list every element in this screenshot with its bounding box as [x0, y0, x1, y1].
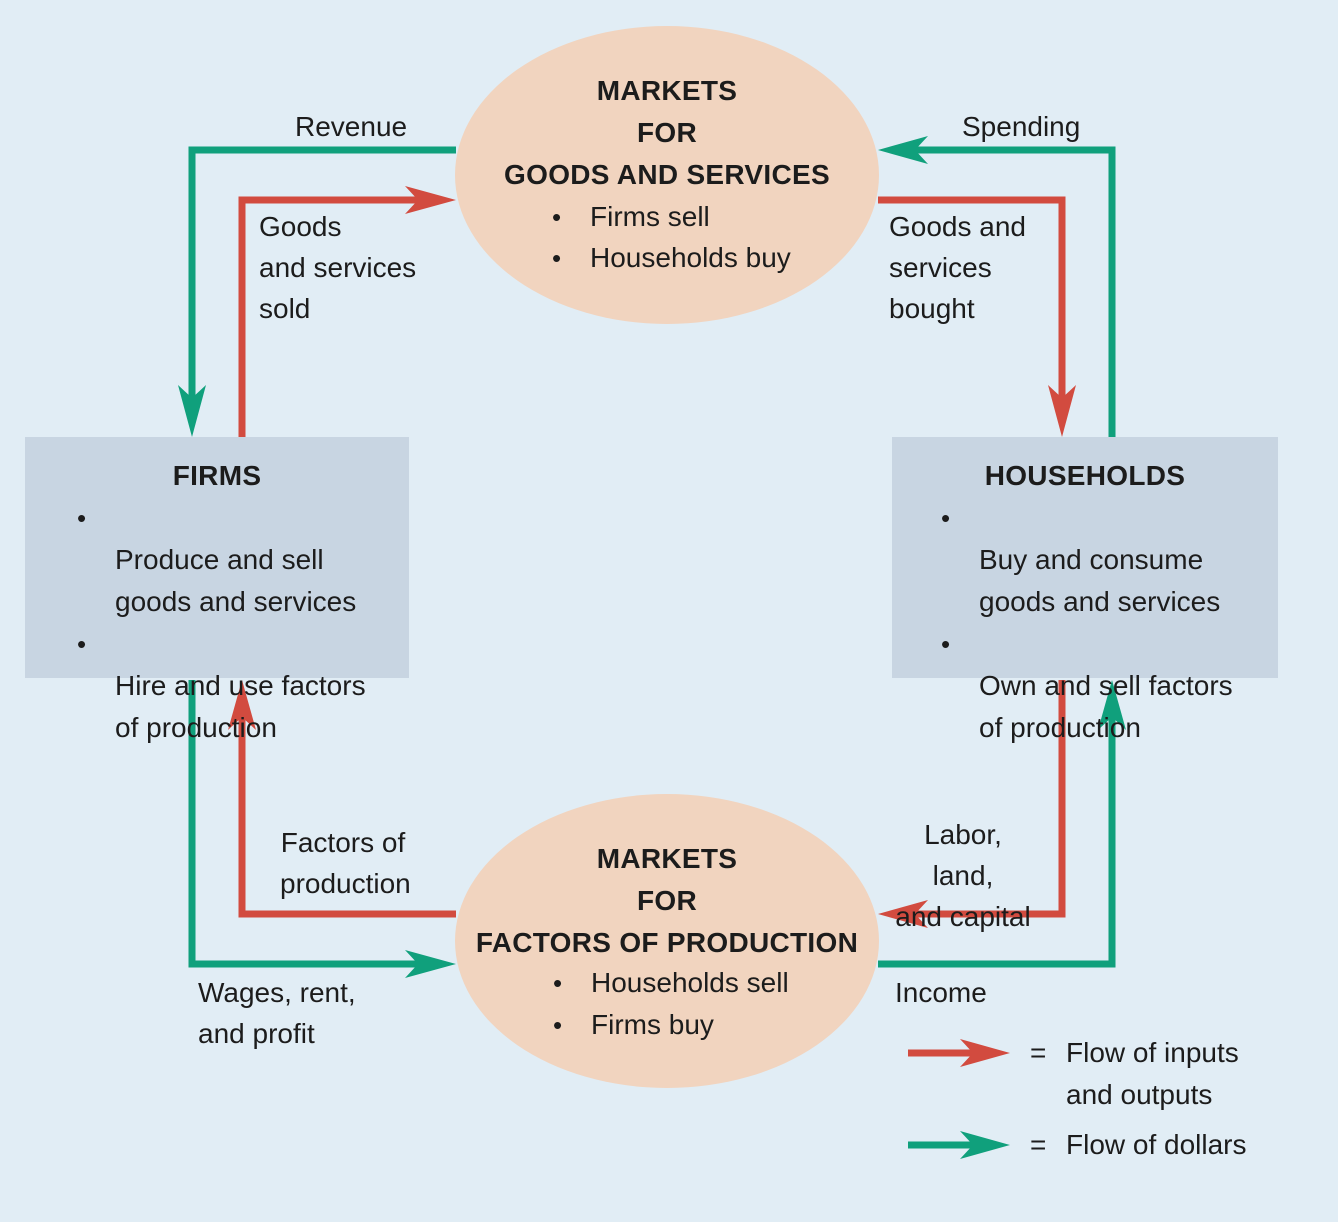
- factors-flow-line: [238, 704, 456, 918]
- households-box: HOUSEHOLDS • Buy and consume goods and se…: [892, 437, 1278, 743]
- households-title: HOUSEHOLDS: [984, 460, 1186, 491]
- legend-equals: =: [1030, 1037, 1047, 1068]
- goods-bought-label: Goods and services bought: [889, 211, 1026, 324]
- bullet: •: [941, 629, 951, 659]
- income-arrowhead: [1098, 680, 1126, 730]
- factor-market-item-text: Households sell: [591, 967, 789, 998]
- legend-dollars-label: Flow of dollars: [1066, 1129, 1247, 1160]
- goods-sold-arrowhead: [405, 186, 456, 214]
- goods-sold-flow-line: [238, 196, 432, 437]
- bullet: •: [77, 629, 87, 659]
- legend-inputs-arrowhead: [960, 1039, 1010, 1067]
- factor-market-item: • Households sell: [553, 962, 789, 1004]
- income-flow-line: [878, 704, 1116, 968]
- bullet: •: [552, 202, 562, 232]
- revenue-label: Revenue: [295, 111, 408, 142]
- goods-market-item: • Households buy: [552, 237, 791, 279]
- bullet: •: [77, 503, 87, 533]
- firms-item: • Hire and use factors of production: [77, 623, 409, 749]
- revenue-flow-line: [188, 146, 456, 412]
- spending-arrowhead: [878, 136, 928, 164]
- goods-market-item-text: Households buy: [590, 242, 791, 273]
- wages-label: Wages, rent, and profit: [198, 977, 356, 1049]
- factor-market-item: • Firms buy: [553, 1004, 714, 1046]
- households-item: • Own and sell factors of production: [941, 623, 1278, 749]
- revenue-arrowhead: [178, 385, 206, 437]
- factors-arrowhead: [228, 680, 256, 730]
- goods-sold-label: Goods and services sold: [259, 211, 417, 324]
- goods-services-market: MARKETS FOR GOODS AND SERVICES • Firms s…: [455, 26, 879, 324]
- factor-market-title-line: MARKETS: [596, 843, 738, 874]
- bullet: •: [553, 1010, 563, 1040]
- firms-box: FIRMS • Produce and sell goods and servic…: [25, 437, 409, 743]
- legend-equals: =: [1030, 1129, 1047, 1160]
- firms-item: • Produce and sell goods and services: [77, 497, 409, 623]
- wages-arrowhead: [405, 950, 456, 978]
- goods-bought-arrowhead: [1048, 385, 1076, 437]
- wages-flow-line: [188, 680, 432, 968]
- legend-inputs-label: Flow of inputs and outputs: [1066, 1037, 1239, 1110]
- firms-title: FIRMS: [172, 460, 262, 491]
- labor-flow-line: [900, 680, 1066, 918]
- spending-flow-line: [900, 146, 1116, 437]
- labor-arrowhead: [878, 900, 928, 928]
- goods-market-title-line: FOR: [636, 117, 697, 148]
- households-item-text: Buy and consume goods and services: [979, 544, 1221, 617]
- factor-market-item-text: Firms buy: [591, 1009, 714, 1040]
- bullet: •: [553, 968, 563, 998]
- factor-market-title-line: FACTORS OF PRODUCTION: [475, 927, 859, 958]
- goods-market-title-line: MARKETS: [596, 75, 738, 106]
- factor-market-title-line: FOR: [636, 885, 697, 916]
- households-item: • Buy and consume goods and services: [941, 497, 1278, 623]
- bullet: •: [552, 243, 562, 273]
- bullet: •: [941, 503, 951, 533]
- firms-item-text: Hire and use factors of production: [115, 670, 366, 743]
- firms-item-text: Produce and sell goods and services: [115, 544, 357, 617]
- goods-market-title-line: GOODS AND SERVICES: [504, 159, 830, 190]
- goods-market-item-text: Firms sell: [590, 201, 710, 232]
- factors-label: Factors of production: [280, 827, 411, 899]
- legend-dollars-arrowhead: [960, 1131, 1010, 1159]
- income-label: Income: [895, 977, 987, 1008]
- goods-bought-flow-line: [878, 196, 1066, 412]
- households-item-text: Own and sell factors of production: [979, 670, 1233, 743]
- spending-label: Spending: [962, 111, 1081, 142]
- factors-market: MARKETS FOR FACTORS OF PRODUCTION • Hous…: [455, 794, 879, 1088]
- goods-market-item: • Firms sell: [552, 196, 710, 238]
- labor-label: Labor, land, and capital: [895, 819, 1031, 932]
